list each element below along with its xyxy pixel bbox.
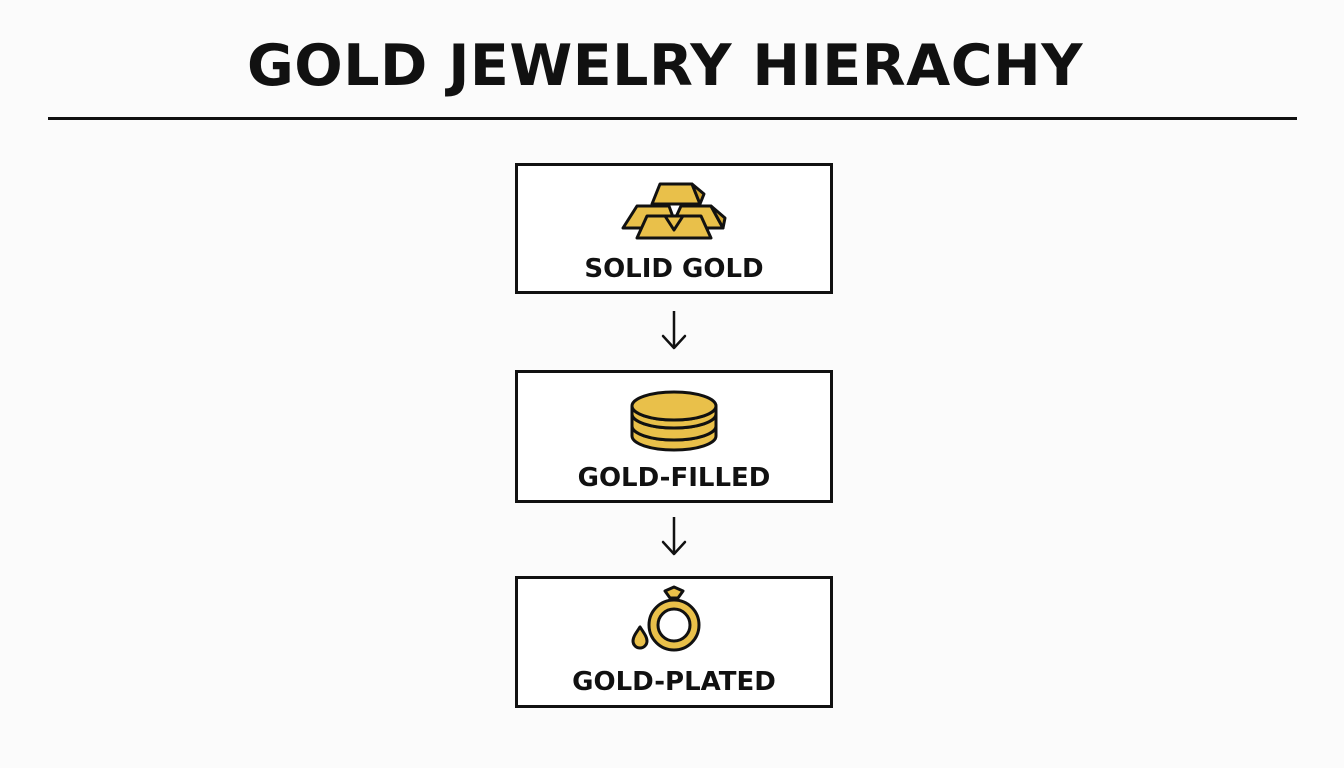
- gold-ring-with-drop-icon: [628, 583, 720, 657]
- title-divider: [48, 117, 1297, 120]
- tier-box-gold-filled: GOLD-FILLED: [515, 370, 833, 503]
- down-arrow-icon: [660, 515, 688, 557]
- tier-label: GOLD-PLATED: [572, 667, 776, 697]
- gold-bars-icon: [619, 180, 729, 242]
- tier-label: SOLID GOLD: [584, 254, 764, 284]
- tier-box-solid-gold: SOLID GOLD: [515, 163, 833, 294]
- tier-box-gold-plated: GOLD-PLATED: [515, 576, 833, 708]
- tier-label: GOLD-FILLED: [577, 463, 771, 493]
- gold-coin-stack-icon: [628, 388, 720, 454]
- down-arrow-icon: [660, 309, 688, 351]
- diagram-title: GOLD JEWELRY HIERACHY: [246, 33, 1084, 99]
